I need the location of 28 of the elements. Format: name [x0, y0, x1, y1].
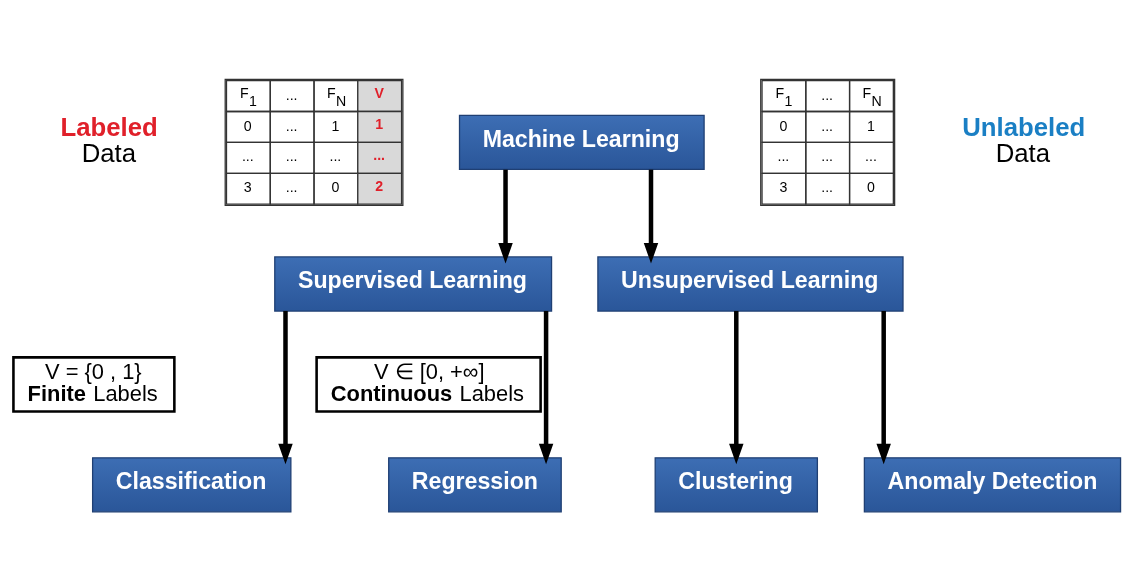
label: 2: [375, 178, 384, 195]
label: Unlabeled: [962, 112, 1086, 141]
label: Data: [81, 138, 137, 167]
label: ...: [285, 117, 298, 134]
label: ...: [285, 148, 298, 165]
label: ...: [821, 179, 834, 196]
label: 0: [331, 179, 340, 196]
label: Data: [995, 138, 1051, 167]
label: V: [374, 85, 384, 102]
label: ...: [821, 148, 834, 165]
label: ...: [821, 86, 834, 103]
label: Labeled: [60, 112, 158, 141]
label: 0: [866, 179, 875, 196]
label: ...: [285, 179, 298, 196]
label: 3: [779, 179, 788, 196]
label: 1: [331, 117, 340, 134]
label: 3: [243, 179, 252, 196]
label: ...: [285, 86, 298, 103]
label: ...: [241, 148, 254, 165]
label: 1: [866, 117, 875, 134]
label: ...: [373, 147, 386, 164]
label: ...: [821, 117, 834, 134]
label: ...: [329, 148, 342, 165]
label: 1: [375, 116, 384, 133]
label: 0: [779, 117, 788, 134]
label: 0: [243, 117, 252, 134]
label: ...: [777, 148, 790, 165]
label: ...: [865, 148, 877, 165]
